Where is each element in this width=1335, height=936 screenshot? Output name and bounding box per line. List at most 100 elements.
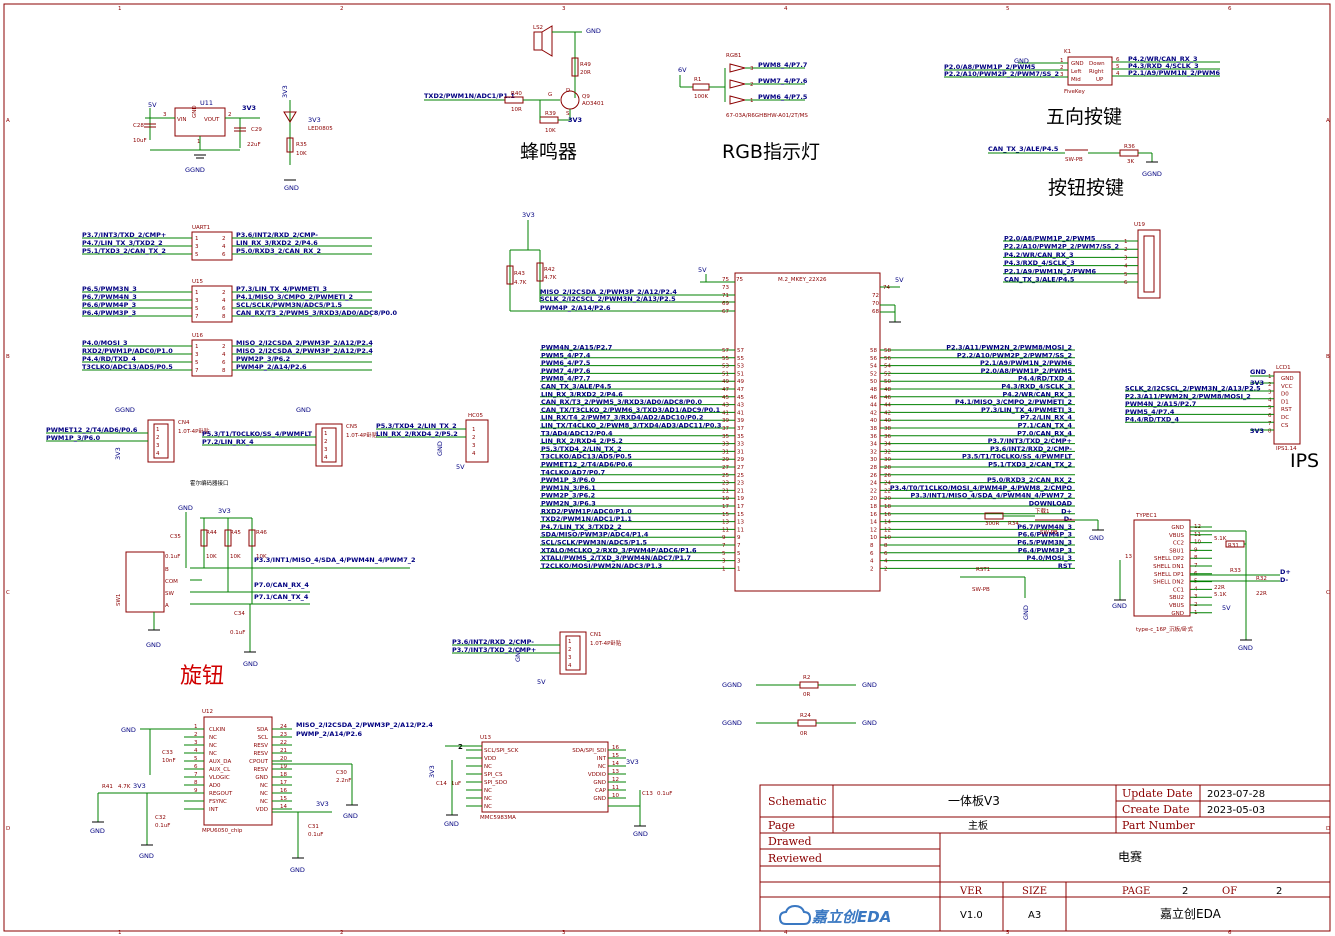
buzzer-3v3: 3V3 bbox=[568, 116, 582, 124]
mmc-right-pin: CAP bbox=[595, 788, 607, 794]
tb-size-label: SIZE bbox=[1022, 886, 1047, 897]
m2-rnet: P3.4/T0/T1CLKO/MOSI_4/PWM4P_4/PWM8_2/CMP… bbox=[890, 484, 1073, 492]
c29-ref: C29 bbox=[251, 127, 262, 133]
hc05-net: P5.3/TXD4_2/LIN_TX_2 bbox=[376, 422, 457, 430]
r42-ref: R42 bbox=[544, 267, 555, 273]
m2-lpin: 37 bbox=[722, 426, 729, 432]
r24-jumper[interactable]: GGND R24 0R GND bbox=[722, 713, 877, 737]
btn-ref: SW-PB bbox=[1065, 157, 1083, 163]
m2-rpin-in: 48 bbox=[870, 387, 877, 393]
typec-pins: GND12VBUS11CC210SBU19SHELL DP28SHELL DN1… bbox=[1153, 524, 1212, 617]
ldo-u11[interactable]: U11 VIN VOUT GND 3 2 1 5V 3V3 C28 10uF C… bbox=[133, 99, 262, 174]
m2-lpin: 25 bbox=[722, 473, 729, 479]
c34-value: 0.1uF bbox=[230, 630, 245, 636]
k1-pin-b: 2 bbox=[1060, 65, 1064, 71]
m2-lnet: T3/AD4/ADC12/P0.4 bbox=[541, 429, 613, 437]
uart1-rpin: 6 bbox=[222, 252, 226, 258]
rst-sw: SW-PB bbox=[972, 587, 990, 593]
mmc-right-pin: INT bbox=[597, 756, 607, 762]
m2-lnet: LIN_RX_3/RXD2_2/P4.6 bbox=[541, 390, 623, 398]
mpu-gnd-5: GND bbox=[290, 866, 305, 874]
cn4[interactable]: CN412341.0T-4P卧贴PWMET12_2/T4/AD6/P0.6PWM… bbox=[46, 419, 210, 463]
lcd-pin-num: 8 bbox=[1268, 429, 1272, 435]
typec-pin-label: CC2 bbox=[1173, 541, 1184, 547]
r2-jumper[interactable]: GGND R2 0R GND bbox=[722, 675, 877, 698]
m2-rnet: P6.6/PWM4P_3 bbox=[1018, 531, 1072, 539]
lcd-vcc: 3V3 bbox=[1250, 379, 1264, 387]
mmc-3v3: 3V3 bbox=[428, 765, 436, 778]
buzzer-circuit[interactable]: LS2 GND R49 20R TXD2/PWM1N/ADC1/P1.1 R40… bbox=[424, 25, 604, 134]
tb-update-label: Update Date bbox=[1122, 787, 1193, 800]
m2-rnet: P4.4/RD/TXD_4 bbox=[1018, 375, 1073, 383]
rgb-model: 67-03A/R6GHBHW-A01/2T/MS bbox=[726, 113, 808, 119]
mpu6050-u12[interactable]: U12 MPU6050_chip CLKIN1NC2NC3NC4AUX_DA5A… bbox=[90, 709, 433, 874]
r2-value: 0R bbox=[803, 692, 810, 698]
m2-lpin: 27 bbox=[722, 465, 729, 471]
mpu-model: MPU6050_chip bbox=[202, 828, 243, 834]
ldo-out-net: 3V3 bbox=[242, 104, 256, 112]
u19-ref: U19 bbox=[1134, 222, 1146, 228]
k1-right-net-1: P4.2/WR/CAN_RX_3 bbox=[1128, 55, 1197, 63]
m2-rpin-in: 8 bbox=[870, 543, 874, 549]
push-button-sw[interactable]: CAN_TX_3/ALE/P4.5 SW-PB R36 3K GGND bbox=[988, 144, 1162, 178]
m2-lnet: SCL/SCLK/PWM3N/ADC5/P1.5 bbox=[541, 539, 648, 547]
m2-lpin: 49 bbox=[722, 379, 729, 385]
frame-col-top: 4 bbox=[784, 6, 788, 12]
m2-rnet: P6.4/PWM3P_3 bbox=[1018, 546, 1072, 554]
lcd-pin-num: 6 bbox=[1268, 413, 1272, 419]
led-net: 3V3 bbox=[281, 85, 289, 98]
hc05[interactable]: HC051234P5.3/TXD4_2/LIN_TX_2LIN_RX_2/RXD… bbox=[376, 413, 489, 471]
cn1[interactable]: CN112341.0T-4P卧贴P3.6/INT2/RXD_2/CMP-P3.7… bbox=[452, 631, 622, 675]
rotary-encoder-sw1[interactable]: SW1 B COM SW A GND 3V3 R44 10K R45 10K R… bbox=[116, 504, 416, 668]
m2-lpin-in: 57 bbox=[737, 348, 744, 354]
cn5[interactable]: CN512341.0T-4P卧贴P5.3/T1/T0CLKO/SS_4/PWMF… bbox=[202, 423, 378, 467]
c35-ref: C35 bbox=[170, 534, 181, 540]
c34-ref: C34 bbox=[234, 611, 245, 617]
mmc-left-pin: SPI_SDO bbox=[484, 780, 508, 786]
m2-lpin: 21 bbox=[722, 488, 729, 494]
uart1-header[interactable]: UART1P3.7/INT3/TXD_2/CMP+1P4.7/LIN_TX_3/… bbox=[82, 225, 372, 261]
mmc-left-pin: NC bbox=[484, 788, 492, 794]
m2-rnet: P4.3/RXD_4/SCLK_3 bbox=[1001, 383, 1072, 391]
frame-col-bottom: 4 bbox=[784, 930, 788, 936]
lcd-cs-3v3: 3V3 bbox=[1250, 427, 1264, 435]
five-way-key-k1[interactable]: K1 GND Down Left Right Mid UP FiveKey GN… bbox=[944, 49, 1220, 95]
m2-lpin: 29 bbox=[722, 457, 729, 463]
tb-page-name: 主板 bbox=[968, 819, 988, 832]
rgb-led[interactable]: 6V R1 100K RGB1 3 2 1 PWM8_4/P7.7 PWM7_4… bbox=[678, 53, 808, 119]
m2-lpin: 51 bbox=[722, 371, 729, 377]
lcd-net: PWM5_4/P7.4 bbox=[1125, 408, 1175, 416]
u15-lpin: 1 bbox=[195, 290, 199, 296]
u19-pin: 6 bbox=[1124, 280, 1128, 286]
label-ips: IPS bbox=[1290, 450, 1319, 472]
m2-pin67: 67 bbox=[722, 309, 729, 315]
typec-ref: TYPEC1 bbox=[1135, 513, 1157, 519]
dl-gnd: GND bbox=[1089, 534, 1104, 542]
m2-rpin: 38 bbox=[884, 426, 891, 432]
frame-col-top: 3 bbox=[562, 6, 566, 12]
cn4-ref: CN4 bbox=[178, 420, 190, 426]
typec-pin-label: CC1 bbox=[1173, 587, 1184, 593]
r41-ref: R41 bbox=[102, 784, 113, 790]
k1-down: Down bbox=[1089, 61, 1105, 67]
power-led[interactable]: 3V3 3V3 LED0805 R35 10K GND bbox=[281, 85, 333, 192]
lcd-connector[interactable]: LCD1 IPS1.14 GNDVCCD0D1RSTDCCS12345678GN… bbox=[1125, 365, 1301, 452]
r36-value: 3K bbox=[1127, 159, 1134, 165]
mmc5983ma-u13[interactable]: U13 MMC5983MA SCL/SPI_SCK2VDDNCSPI_CSSPI… bbox=[428, 735, 672, 838]
m2-rpin-in: 2 bbox=[870, 566, 874, 572]
u16-right-net: MISO_2/I2CSDA_2/PWM3P_2/A12/P2.4 bbox=[236, 347, 373, 355]
m2-rnet: P7.0/CAN_RX_4 bbox=[1017, 429, 1072, 437]
lcd-pin-num: 3 bbox=[1268, 390, 1272, 396]
mpu-lpin-num: 9 bbox=[194, 788, 198, 794]
k1-pin-e: 5 bbox=[1116, 64, 1120, 70]
hc05-body bbox=[465, 419, 489, 463]
mmc-rpin-num: 12 bbox=[612, 777, 619, 783]
lcd-pin-label: D0 bbox=[1281, 392, 1289, 398]
mpu-left-pin: NC bbox=[209, 751, 217, 757]
